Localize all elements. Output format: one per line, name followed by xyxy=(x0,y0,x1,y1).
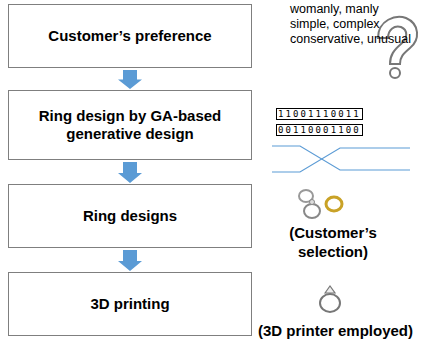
preference-word: womanly, manly xyxy=(290,2,379,16)
box-label: 3D printing xyxy=(84,295,175,313)
preference-word: conservative, unusual xyxy=(290,32,411,46)
step-note: (Customer’s selection) xyxy=(258,224,408,262)
box-label: Ring designs xyxy=(77,207,183,225)
process-box: Customer’s preference xyxy=(8,4,252,68)
process-box: 3D printing xyxy=(8,272,252,336)
flow-arrow xyxy=(118,250,142,271)
box-label: Ring design by GA-based generative desig… xyxy=(9,107,251,143)
step-note: (3D printer employed) xyxy=(258,322,413,339)
box-label: Customer’s preference xyxy=(42,27,217,45)
process-box: Ring designs xyxy=(8,184,252,248)
flow-arrow xyxy=(118,70,142,89)
printed-ring-icon xyxy=(320,286,340,312)
question-mark-icon xyxy=(378,17,417,78)
process-box: Ring design by GA-based generative desig… xyxy=(8,90,252,160)
preference-word: simple, complex xyxy=(290,17,380,31)
chromosome-string: 00110001100 xyxy=(276,124,363,136)
crossover-lines xyxy=(272,146,410,172)
flow-arrow xyxy=(118,162,142,183)
ring-icons xyxy=(299,190,342,218)
chromosome-string: 11001110011 xyxy=(276,108,363,120)
